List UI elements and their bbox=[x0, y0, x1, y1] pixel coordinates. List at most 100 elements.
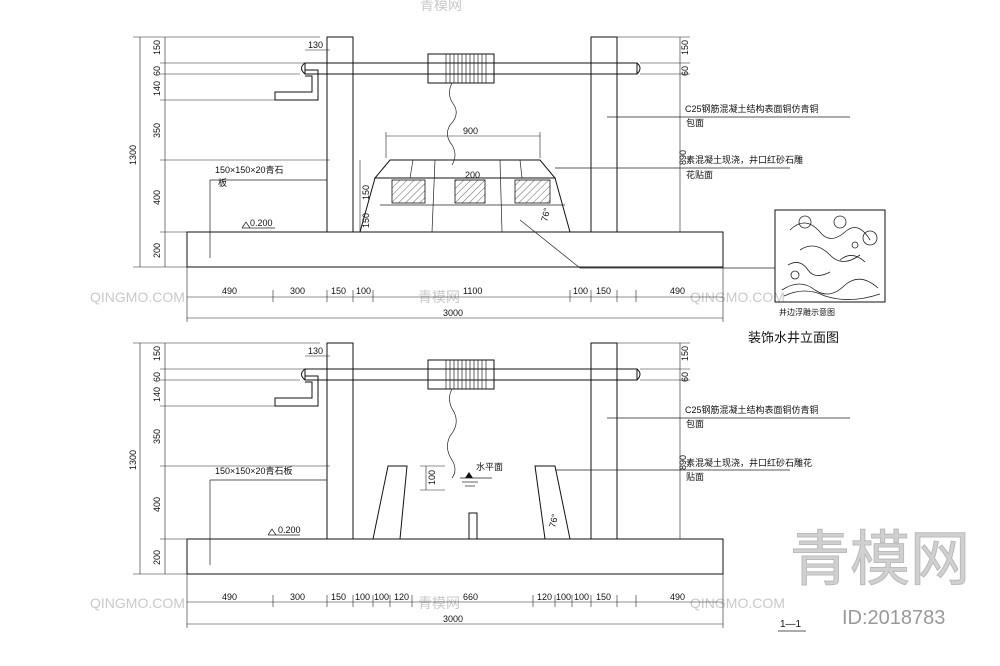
dim-label: 150 bbox=[361, 213, 371, 228]
axle-end bbox=[636, 368, 641, 381]
dim-label: 900 bbox=[463, 126, 478, 136]
watermark-text: QINGMO.COM bbox=[690, 289, 785, 305]
dim-label: 490 bbox=[670, 286, 685, 296]
watermark-id: ID:2018783 bbox=[842, 607, 945, 629]
dim-label: 150 bbox=[331, 592, 346, 602]
section-title: 1—1 bbox=[780, 619, 802, 630]
dim-label: 150 bbox=[331, 286, 346, 296]
angle-label: 76° bbox=[539, 206, 552, 222]
dim-label: 150 bbox=[152, 346, 162, 361]
well-bottom-post bbox=[468, 512, 478, 540]
watermark-layer: QINGMO.COM QINGMO.COM QINGMO.COM QINGMO.… bbox=[90, 0, 971, 629]
dim-label: 890 bbox=[678, 455, 688, 470]
crank-handle bbox=[274, 69, 319, 101]
dim-label: 140 bbox=[152, 387, 162, 402]
dim-label: 300 bbox=[290, 592, 305, 602]
dim-label: 100 bbox=[573, 286, 588, 296]
base-slab bbox=[186, 231, 724, 268]
note-granite-2: 花贴面 bbox=[686, 169, 713, 180]
dim-label: 660 bbox=[463, 592, 478, 602]
dim-label: 490 bbox=[222, 286, 237, 296]
dim-label: 150 bbox=[596, 592, 611, 602]
well-wall-right bbox=[534, 465, 571, 540]
well-body bbox=[359, 177, 571, 233]
dim-label: 400 bbox=[152, 190, 162, 205]
well-panel bbox=[514, 179, 551, 204]
dim-label: 350 bbox=[152, 429, 162, 444]
axle-end bbox=[301, 62, 306, 75]
axle bbox=[304, 368, 638, 381]
watermark-text: QINGMO.COM bbox=[90, 289, 185, 305]
dim-label: 490 bbox=[222, 592, 237, 602]
dim-label: 150 bbox=[361, 185, 371, 200]
drum-coils bbox=[445, 54, 487, 83]
level-mark: 0.200 bbox=[278, 525, 301, 535]
relief-dragon-icon bbox=[781, 215, 881, 300]
note-copper-1: C25钢筋混凝土结构表面铜仿青铜 bbox=[685, 404, 819, 415]
note-copper-2: 包面 bbox=[686, 117, 704, 128]
rope-drum bbox=[427, 53, 495, 84]
elevation-title: 装饰水井立面图 bbox=[748, 330, 839, 345]
relief-panel bbox=[774, 209, 886, 303]
dim-label: 60 bbox=[680, 372, 690, 382]
watermark-text: QINGMO.COM bbox=[90, 595, 185, 611]
well-panel bbox=[391, 179, 426, 204]
left-post bbox=[326, 36, 354, 233]
dim-label: 60 bbox=[152, 66, 162, 76]
dim-label: 890 bbox=[678, 150, 688, 165]
dim-label: 490 bbox=[670, 592, 685, 602]
dim-label: 100 bbox=[556, 592, 571, 602]
note-granite-1: 素混凝土现浇，井口红砂石雕花 bbox=[686, 457, 812, 468]
dim-label: 100 bbox=[355, 592, 370, 602]
note-granite-1: 素混凝土现浇，井口红砂石雕 bbox=[686, 154, 803, 165]
note-copper-1: C25钢筋混凝土结构表面铜仿青铜 bbox=[685, 103, 819, 114]
well-panel bbox=[454, 179, 486, 204]
note-bluestone-2: 板 bbox=[218, 177, 227, 188]
left-post bbox=[326, 342, 354, 540]
dim-label: 1100 bbox=[463, 286, 482, 296]
water-level-icon bbox=[465, 472, 473, 478]
dim-label: 200 bbox=[152, 243, 162, 258]
dim-label: 3000 bbox=[443, 614, 463, 624]
right-post bbox=[590, 36, 618, 233]
dim-label: 300 bbox=[290, 286, 305, 296]
dim-label: 150 bbox=[596, 286, 611, 296]
note-granite-2: 贴面 bbox=[686, 471, 704, 482]
level-mark: 0.200 bbox=[250, 218, 273, 228]
dim-label: 1300 bbox=[128, 450, 138, 470]
axle-end bbox=[636, 62, 641, 75]
note-bluestone-1: 150×150×20青石 bbox=[215, 164, 284, 175]
right-post bbox=[590, 342, 618, 540]
dim-label: 60 bbox=[152, 372, 162, 382]
dim-label: 100 bbox=[427, 470, 437, 485]
dim-label: 100 bbox=[574, 592, 589, 602]
dim-label: 200 bbox=[152, 550, 162, 565]
drum-coils bbox=[445, 360, 487, 389]
water-label: 水平面 bbox=[476, 461, 503, 472]
elevation-drawing: 井边浮雕示意图 C25钢筋混凝土结构表面铜仿青铜 包面 素混凝土现浇，井口红砂石… bbox=[128, 36, 886, 345]
dim-label: 120 bbox=[394, 592, 409, 602]
base-slab bbox=[186, 538, 724, 575]
dim-label: 1300 bbox=[128, 145, 138, 165]
dim-label: 200 bbox=[465, 170, 480, 180]
dim-label: 140 bbox=[152, 81, 162, 96]
crank-handle bbox=[274, 375, 319, 407]
dim-label: 150 bbox=[152, 40, 162, 55]
note-bluestone: 150×150×20青石板 bbox=[215, 465, 293, 476]
note-copper-2: 包面 bbox=[686, 418, 704, 429]
dim-label: 100 bbox=[356, 286, 371, 296]
relief-caption: 井边浮雕示意图 bbox=[779, 307, 835, 317]
dim-label: 3000 bbox=[443, 308, 463, 318]
dim-label: 130 bbox=[308, 40, 323, 50]
dim-label: 350 bbox=[152, 123, 162, 138]
dim-label: 130 bbox=[308, 346, 323, 356]
watermark-text: QINGMO.COM bbox=[690, 595, 785, 611]
rope bbox=[447, 82, 457, 166]
dim-label: 100 bbox=[374, 592, 389, 602]
watermark-text: 青模网 bbox=[420, 0, 462, 13]
dim-label: 150 bbox=[680, 40, 690, 55]
axle-end bbox=[301, 368, 306, 381]
rope-drum bbox=[427, 359, 495, 390]
